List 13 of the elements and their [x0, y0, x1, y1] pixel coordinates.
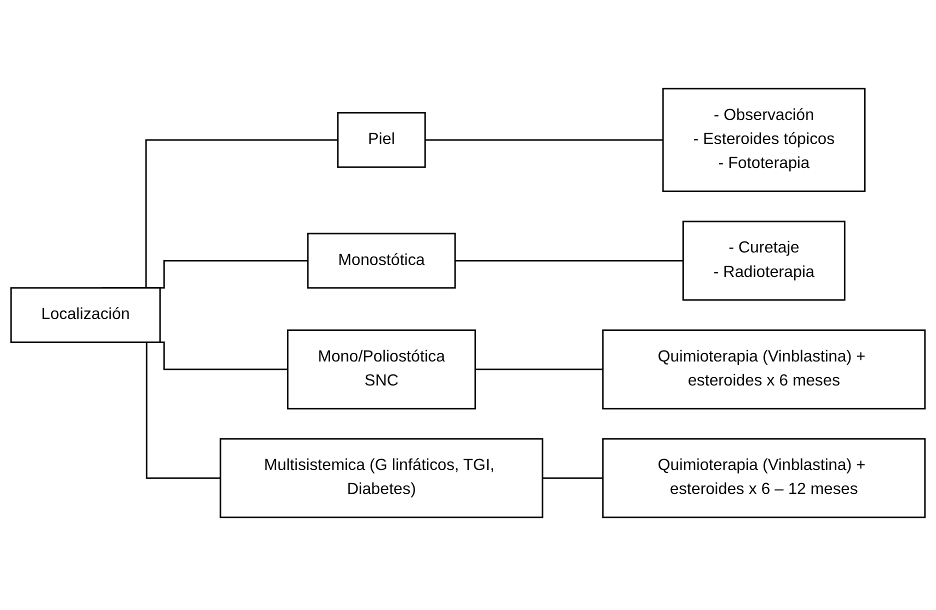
connector	[455, 260, 684, 262]
node-box: Quimioterapia (Vinblastina) + esteroides x 6 – 12 meses	[602, 438, 926, 518]
connector	[425, 139, 664, 141]
node-box: Mono/Poliostótica SNC	[286, 329, 476, 410]
connector	[542, 477, 603, 479]
node-box: Piel	[337, 112, 426, 168]
node-box: Monostótica	[307, 232, 456, 289]
node-box: Multisistemica (G linfáticos, TGI, Diabetes)	[220, 438, 544, 518]
node-box: - Curetaje - Radioterapia	[682, 220, 846, 301]
node-box: - Observación - Esteroides tópicos - Fototerapia	[662, 88, 866, 192]
connector	[475, 368, 603, 370]
node-box: Quimioterapia (Vinblastina) + esteroides x 6 meses	[602, 329, 926, 410]
node-box: Localización	[10, 287, 161, 343]
